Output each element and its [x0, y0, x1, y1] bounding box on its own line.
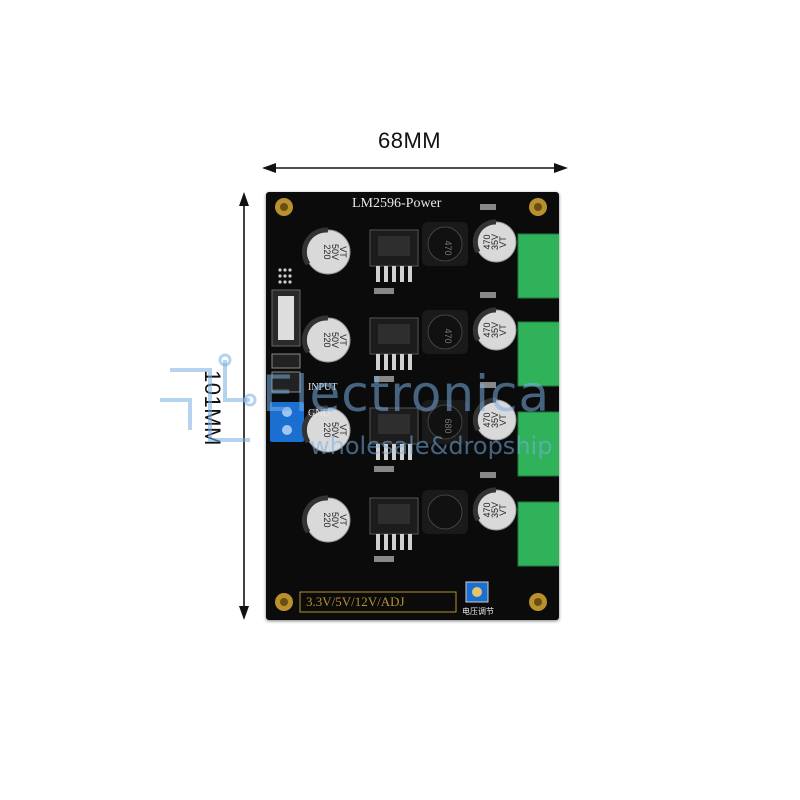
ic-pin	[376, 534, 380, 550]
inductor-core	[427, 226, 463, 262]
input-label: INPUT	[308, 382, 338, 393]
ic-pin	[408, 534, 412, 550]
ic-pin	[400, 444, 404, 460]
output-terminal	[517, 501, 559, 567]
smd-part	[374, 466, 394, 472]
smd-part	[480, 472, 496, 478]
smd-part	[480, 204, 496, 210]
input-capacitor-text: VT	[338, 334, 348, 346]
input-capacitor-text: 220	[322, 332, 332, 347]
output-capacitor-text: 470	[482, 322, 492, 337]
inductor-core	[427, 314, 463, 350]
capacitor-stripe	[472, 397, 497, 432]
input-capacitor-text: VT	[338, 514, 348, 526]
output-capacitor-text: 470	[482, 234, 492, 249]
ic-pin	[408, 354, 412, 370]
ic-pin	[408, 444, 412, 460]
inductor-label: 680	[443, 418, 453, 433]
capacitor-stripe	[472, 219, 497, 254]
watermark-sub: wholesale&dropship	[310, 432, 553, 460]
ic-pin	[384, 266, 388, 282]
smd-part	[374, 288, 394, 294]
output-capacitor-text: VT	[498, 324, 508, 336]
input-capacitor-text: 220	[322, 244, 332, 259]
board-title: LM2596-Power	[352, 196, 442, 211]
watermark-logo-icon	[160, 353, 257, 442]
mounting-hole-icon	[275, 198, 547, 611]
input-capacitor-text: 50V	[330, 244, 340, 260]
output-capacitor-text: 470	[482, 412, 492, 427]
capacitor-stripe	[472, 487, 497, 522]
smd-part	[480, 382, 496, 388]
regulator-ic-die	[378, 504, 410, 524]
ic-pin	[392, 534, 396, 550]
ic-pin	[392, 266, 396, 282]
output-capacitor-text: 35V	[490, 234, 500, 250]
inductor-core	[427, 494, 463, 530]
output-capacitor-text: 35V	[490, 412, 500, 428]
input-capacitor-text: 220	[322, 512, 332, 527]
input-capacitor-text: 50V	[330, 422, 340, 438]
ic-pin	[384, 534, 388, 550]
ic-pin	[392, 444, 396, 460]
capacitor-stripe	[301, 227, 329, 266]
inductor-label: 470	[443, 328, 453, 343]
inductor-label: 470	[443, 240, 453, 255]
regulator-ic-die	[378, 236, 410, 256]
input-capacitor-text: 50V	[330, 332, 340, 348]
width-dimension-arrow	[262, 163, 568, 173]
ic-pin	[384, 354, 388, 370]
regulator-ic-die	[378, 414, 410, 434]
output-capacitor-text: 470	[482, 502, 492, 517]
smd-part	[374, 556, 394, 562]
output-capacitor-text: VT	[498, 504, 508, 516]
watermark-main: Electronica	[262, 365, 551, 423]
output-capacitor-text: VT	[498, 236, 508, 248]
input-capacitor-text: VT	[338, 424, 348, 436]
ic-pin	[392, 354, 396, 370]
input-capacitor-text: VT	[338, 246, 348, 258]
width-dimension-label: 68MM	[378, 128, 442, 153]
input-capacitor-text: 220	[322, 422, 332, 437]
inductor-core	[427, 404, 463, 440]
output-capacitor-text: 35V	[490, 322, 500, 338]
output-terminal	[517, 321, 559, 387]
capacitor-stripe	[472, 307, 497, 342]
capacitor-stripe	[301, 495, 329, 534]
output-capacitor-text: 35V	[490, 502, 500, 518]
ic-pin	[408, 266, 412, 282]
output-capacitor-text: VT	[498, 414, 508, 426]
adjust-label: 电压调节	[462, 607, 494, 616]
output-terminal	[517, 233, 559, 299]
ic-pin	[400, 354, 404, 370]
smd-part	[374, 376, 394, 382]
ic-pin	[376, 354, 380, 370]
ic-pin	[400, 534, 404, 550]
regulator-ic-die	[378, 324, 410, 344]
ic-pin	[400, 266, 404, 282]
gnd-label: GND	[308, 408, 330, 419]
ic-pin	[376, 266, 380, 282]
voltage-label: 3.3V/5V/12V/ADJ	[306, 594, 405, 609]
capacitor-stripe	[301, 315, 329, 354]
capacitor-stripe	[301, 405, 329, 444]
ic-pin	[384, 444, 388, 460]
ic-pin	[376, 444, 380, 460]
smd-part	[480, 292, 496, 298]
output-terminal	[517, 411, 559, 477]
height-dimension-arrow	[239, 192, 249, 620]
input-capacitor-text: 50V	[330, 512, 340, 528]
